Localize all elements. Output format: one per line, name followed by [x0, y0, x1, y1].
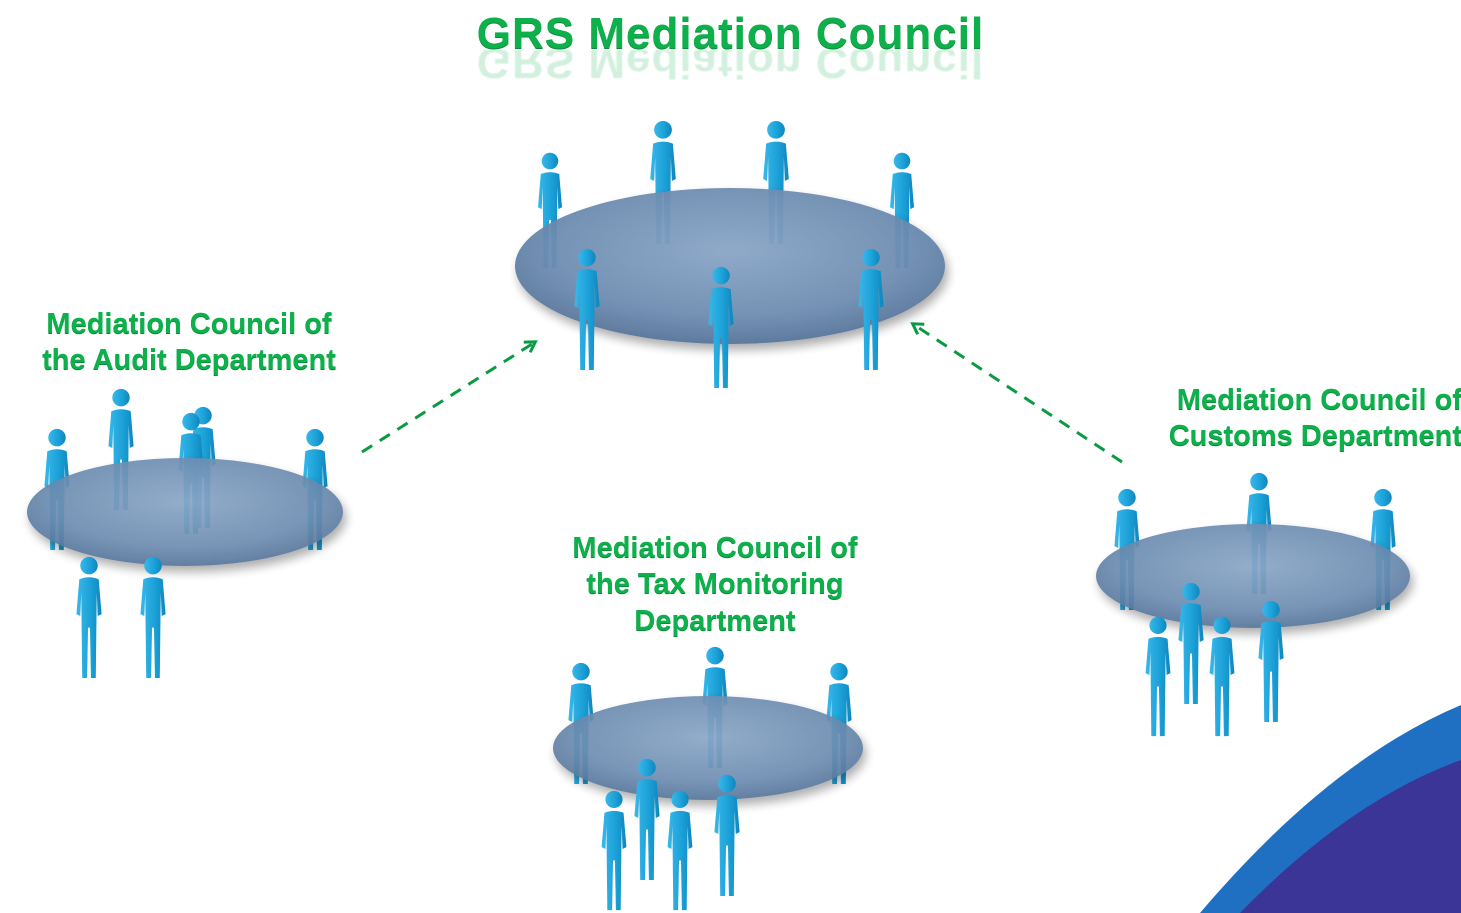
person-icon	[667, 790, 693, 911]
person-icon	[601, 790, 627, 911]
customs-council-label: Mediation Council of Customs Department	[1112, 382, 1461, 455]
arrow-customs-to-grs	[916, 326, 1123, 464]
arrow-audit-to-grs	[361, 344, 532, 454]
audit-label-line-1: Mediation Council of	[46, 308, 332, 340]
person-icon	[1209, 616, 1235, 737]
customs-council-group	[1096, 472, 1410, 737]
audit-label-line-2: the Audit Department	[42, 344, 336, 377]
audit-council-label: Mediation Council of the Audit Departmen…	[14, 306, 364, 379]
person-icon	[140, 556, 166, 679]
tax-council-group	[553, 646, 863, 911]
tax-label-line-2: the Tax Monitoring	[586, 568, 844, 601]
person-icon	[1145, 616, 1171, 737]
customs-label-line-2: Customs Department	[1168, 420, 1461, 453]
decorative-swoosh	[1200, 705, 1461, 913]
grs-council-group	[515, 120, 945, 389]
page-title: GRS Mediation Council	[476, 9, 985, 58]
person-icon	[76, 556, 102, 679]
customs-label-line-1: Mediation Council of	[1176, 384, 1461, 416]
tax-label-line-1: Mediation Council of	[572, 532, 858, 564]
round-table-icon	[515, 188, 945, 344]
tax-label-line-3: Department	[634, 604, 796, 637]
round-table-icon	[27, 458, 343, 566]
round-table-icon	[1096, 524, 1410, 628]
audit-council-group	[27, 388, 343, 679]
tax-council-label: Mediation Council of the Tax Monitoring …	[540, 530, 890, 639]
round-table-icon	[553, 696, 863, 800]
